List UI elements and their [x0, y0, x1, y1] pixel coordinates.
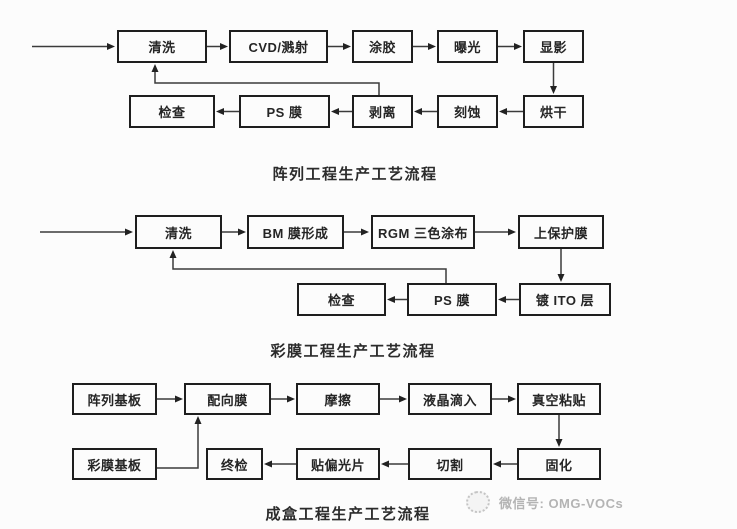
- node-bm-film: BM 膜形成: [247, 215, 344, 249]
- node-cf-substrate: 彩膜基板: [72, 448, 157, 480]
- node-cleaning-2: 清洗: [135, 215, 222, 249]
- node-alignment-film: 配向膜: [184, 383, 271, 415]
- node-label: 镀 ITO 层: [535, 293, 595, 308]
- node-label: 刻蚀: [453, 105, 481, 120]
- node-protective-film: 上保护膜: [518, 215, 604, 249]
- node-label: 烘干: [539, 105, 567, 120]
- node-cutting: 切割: [408, 448, 492, 480]
- node-label: 清洗: [164, 225, 192, 241]
- node-label: RGM 三色涂布: [378, 225, 468, 241]
- node-label: 清洗: [148, 40, 176, 55]
- node-inspection-2: 检查: [297, 283, 386, 316]
- node-curing: 固化: [517, 448, 601, 480]
- node-label: 贴偏光片: [310, 457, 365, 473]
- flow2-title: 彩膜工程生产工艺流程: [270, 343, 436, 360]
- node-label: 固化: [545, 457, 573, 473]
- node-label: 剥离: [368, 105, 396, 120]
- connector-caimo-to-peixiang: [157, 416, 202, 469]
- node-vacuum-bonding: 真空粘贴: [517, 383, 601, 415]
- node-label: 真空粘贴: [531, 392, 586, 408]
- node-development: 显影: [523, 30, 584, 63]
- node-label: 配向膜: [207, 392, 248, 408]
- node-label: 涂胶: [368, 40, 396, 55]
- node-rubbing: 摩擦: [296, 383, 380, 415]
- node-ps-film-1: PS 膜: [239, 95, 330, 128]
- feedback-boli-to-qingxi: [151, 64, 380, 95]
- watermark: 微信号: OMG-VOCs: [463, 488, 624, 516]
- node-label: 终检: [220, 457, 248, 473]
- node-inspection-1: 检查: [129, 95, 215, 128]
- wechat-logo-icon: [463, 488, 493, 516]
- node-label: 检查: [327, 293, 355, 308]
- node-rgm-coating: RGM 三色涂布: [371, 215, 475, 249]
- node-label: 显影: [539, 40, 567, 55]
- node-ito-layer: 镀 ITO 层: [519, 283, 611, 316]
- node-label: 彩膜基板: [87, 457, 142, 473]
- node-polarizer-attach: 贴偏光片: [296, 448, 380, 480]
- node-stripping: 剥离: [352, 95, 413, 128]
- node-cleaning-1: 清洗: [117, 30, 207, 63]
- feedback-psfilm-to-qingxi2: [169, 250, 447, 283]
- flow3-title: 成盒工程生产工艺流程: [265, 506, 431, 523]
- node-label: 曝光: [453, 40, 481, 55]
- node-label: 液晶滴入: [422, 392, 477, 408]
- node-etching: 刻蚀: [437, 95, 498, 128]
- flow1-title: 阵列工程生产工艺流程: [272, 166, 438, 183]
- node-label: CVD/溅射: [248, 40, 309, 55]
- node-final-inspection: 终检: [206, 448, 263, 480]
- node-label: 摩擦: [324, 392, 352, 408]
- node-label: PS 膜: [266, 105, 303, 120]
- node-baking: 烘干: [523, 95, 584, 128]
- node-ps-film-2: PS 膜: [407, 283, 497, 316]
- node-label: 检查: [158, 105, 186, 120]
- node-exposure: 曝光: [437, 30, 498, 63]
- node-label: 阵列基板: [87, 392, 142, 408]
- node-label: PS 膜: [434, 293, 470, 308]
- node-array-substrate: 阵列基板: [72, 383, 157, 415]
- node-label: 上保护膜: [533, 225, 588, 241]
- node-lc-dropping: 液晶滴入: [408, 383, 492, 415]
- watermark-text: 微信号: OMG-VOCs: [499, 495, 624, 511]
- node-resist-coating: 涂胶: [352, 30, 413, 63]
- node-label: BM 膜形成: [262, 225, 329, 241]
- node-label: 切割: [436, 457, 464, 473]
- node-cvd-sputtering: CVD/溅射: [229, 30, 328, 63]
